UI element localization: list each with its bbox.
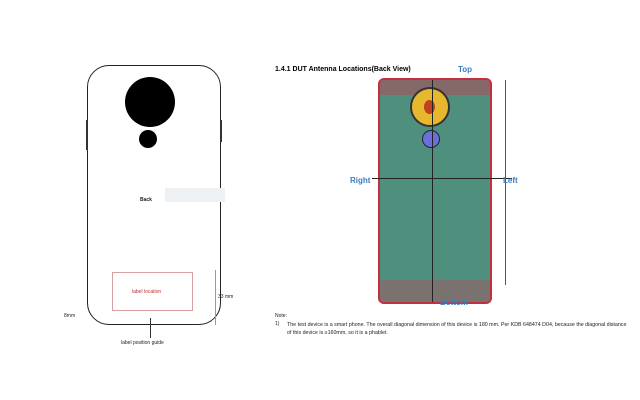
label-right: Right — [350, 176, 371, 185]
guide-text: label position guide — [121, 340, 164, 346]
watermark — [165, 188, 225, 202]
dimension-line — [215, 270, 216, 325]
center-line-v — [432, 80, 433, 302]
side-button — [86, 120, 88, 150]
note-number: 1) — [275, 321, 280, 327]
section-heading: 1.4.1 DUT Antenna Locations(Back View) — [275, 66, 411, 73]
label-location-box — [112, 272, 193, 311]
label-location-text: label location — [132, 289, 162, 295]
camera-module — [125, 77, 175, 127]
guide-line — [150, 318, 151, 338]
note-title: Note: — [275, 313, 287, 319]
bottom-antenna-area — [380, 280, 490, 302]
fingerprint-sensor — [139, 130, 157, 148]
label-top: Top — [458, 65, 473, 74]
dim-33: 33 mm — [218, 294, 234, 300]
label-left: Left — [503, 176, 518, 185]
center-line-h — [372, 178, 512, 179]
camera-lens — [424, 100, 435, 114]
label-bottom: Bottom — [440, 298, 468, 307]
dimension-line — [505, 80, 506, 285]
side-button — [220, 120, 222, 142]
dim-8: 8mm — [64, 313, 76, 319]
back-label: Back — [140, 197, 152, 203]
fingerprint-sensor — [422, 130, 440, 148]
note-text: The test device is a smart phone. The ov… — [287, 322, 627, 336]
